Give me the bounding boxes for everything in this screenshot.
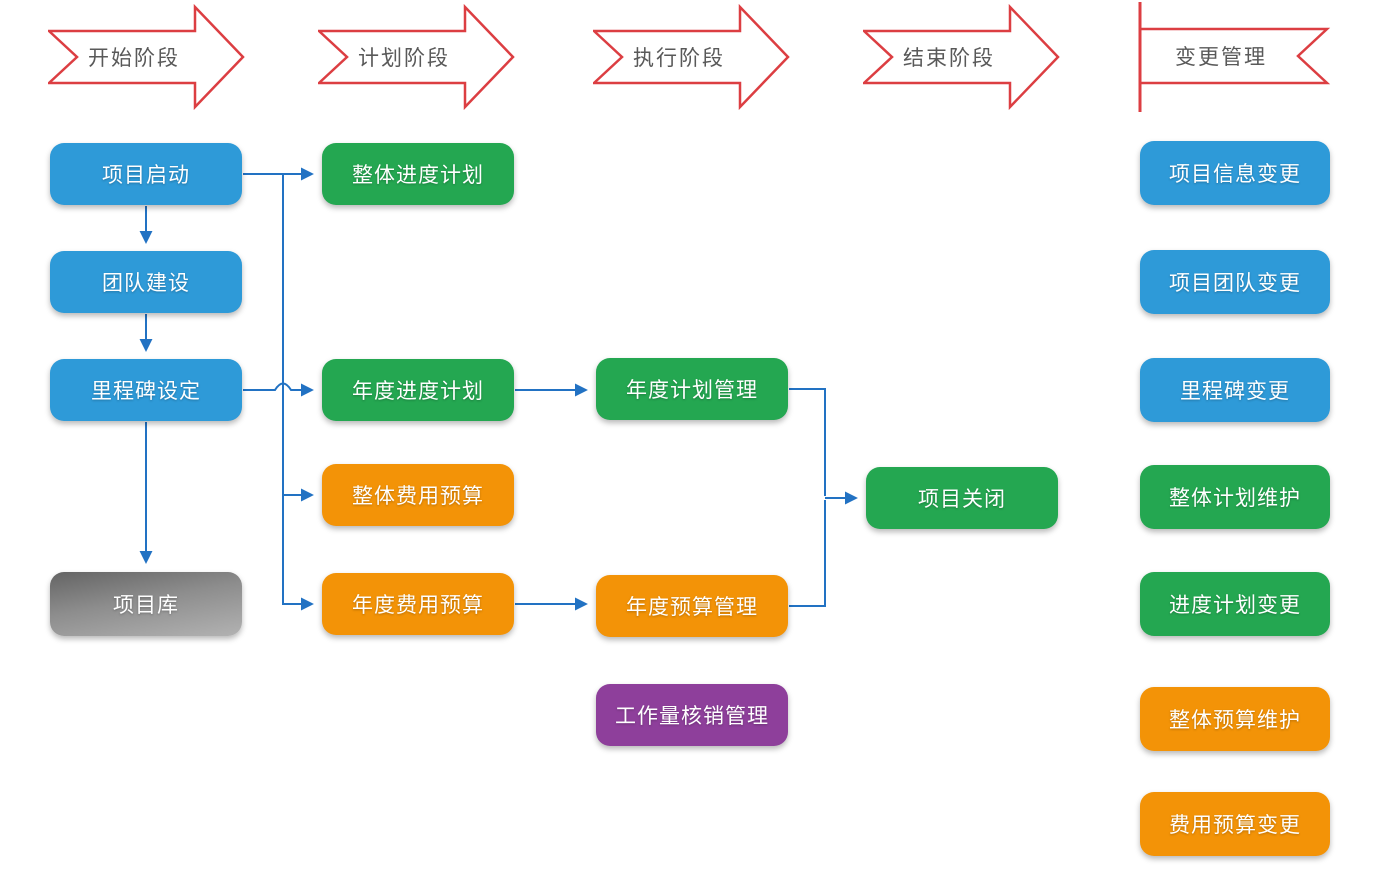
right-arrow-shape <box>593 4 790 110</box>
node-annual-cost-budget[interactable]: 年度费用预算 <box>322 573 514 635</box>
node-change-project-team[interactable]: 项目团队变更 <box>1140 250 1330 314</box>
node-workload-writeoff-management[interactable]: 工作量核销管理 <box>596 684 788 746</box>
node-maintain-overall-budget[interactable]: 整体预算维护 <box>1140 687 1330 751</box>
node-overall-schedule-plan[interactable]: 整体进度计划 <box>322 143 514 205</box>
node-project-start[interactable]: 项目启动 <box>50 143 242 205</box>
node-label: 里程碑设定 <box>91 380 201 403</box>
phase-header-execute: 执行阶段 <box>593 4 791 110</box>
right-arrow-shape <box>863 4 1060 110</box>
connector-budget-mgmt-to-join <box>789 500 826 607</box>
connector-branch-to-annual-budget <box>282 174 314 611</box>
node-annual-budget-management[interactable]: 年度预算管理 <box>596 575 788 637</box>
node-label: 项目团队变更 <box>1169 272 1301 295</box>
phase-label: 开始阶段 <box>88 47 180 70</box>
node-overall-cost-budget[interactable]: 整体费用预算 <box>322 464 514 526</box>
node-change-cost-budget[interactable]: 费用预算变更 <box>1140 792 1330 856</box>
node-label: 工作量核销管理 <box>615 705 769 728</box>
connector-plan-mgmt-to-join <box>789 388 826 496</box>
right-arrow-shape <box>48 4 245 110</box>
phase-label: 变更管理 <box>1175 46 1267 69</box>
node-label: 整体进度计划 <box>352 164 484 187</box>
node-milestone-setting[interactable]: 里程碑设定 <box>50 359 242 421</box>
node-label: 年度进度计划 <box>352 380 484 403</box>
phase-label: 执行阶段 <box>633 47 725 70</box>
right-arrow-shape <box>318 4 515 110</box>
node-label: 整体费用预算 <box>352 485 484 508</box>
node-change-project-info[interactable]: 项目信息变更 <box>1140 141 1330 205</box>
phase-label: 结束阶段 <box>903 47 995 70</box>
node-label: 团队建设 <box>102 272 190 295</box>
node-annual-schedule-plan[interactable]: 年度进度计划 <box>322 359 514 421</box>
node-annual-plan-management[interactable]: 年度计划管理 <box>596 358 788 420</box>
node-label: 整体计划维护 <box>1169 487 1301 510</box>
node-label: 项目启动 <box>102 164 190 187</box>
node-label: 进度计划变更 <box>1169 594 1301 617</box>
connector-milestone-to-annual-schedule <box>243 382 314 397</box>
phase-label: 计划阶段 <box>358 47 450 70</box>
node-change-schedule-plan[interactable]: 进度计划变更 <box>1140 572 1330 636</box>
node-project-repository[interactable]: 项目库 <box>50 572 242 636</box>
node-label: 项目库 <box>113 594 179 617</box>
phase-header-change: 变更管理 <box>1136 0 1336 114</box>
node-maintain-overall-plan[interactable]: 整体计划维护 <box>1140 465 1330 529</box>
node-label: 年度费用预算 <box>352 594 484 617</box>
notched-banner-shape <box>1138 2 1331 112</box>
node-label: 年度预算管理 <box>626 596 758 619</box>
node-label: 项目信息变更 <box>1169 163 1301 186</box>
node-label: 整体预算维护 <box>1169 709 1301 732</box>
node-project-close[interactable]: 项目关闭 <box>866 467 1058 529</box>
node-label: 费用预算变更 <box>1169 814 1301 837</box>
phase-header-plan: 计划阶段 <box>318 4 516 110</box>
node-team-building[interactable]: 团队建设 <box>50 251 242 313</box>
phase-header-finish: 结束阶段 <box>863 4 1061 110</box>
node-label: 年度计划管理 <box>626 379 758 402</box>
node-change-milestone[interactable]: 里程碑变更 <box>1140 358 1330 422</box>
node-label: 里程碑变更 <box>1180 380 1290 403</box>
node-label: 项目关闭 <box>918 488 1006 511</box>
phase-header-start: 开始阶段 <box>48 4 246 110</box>
